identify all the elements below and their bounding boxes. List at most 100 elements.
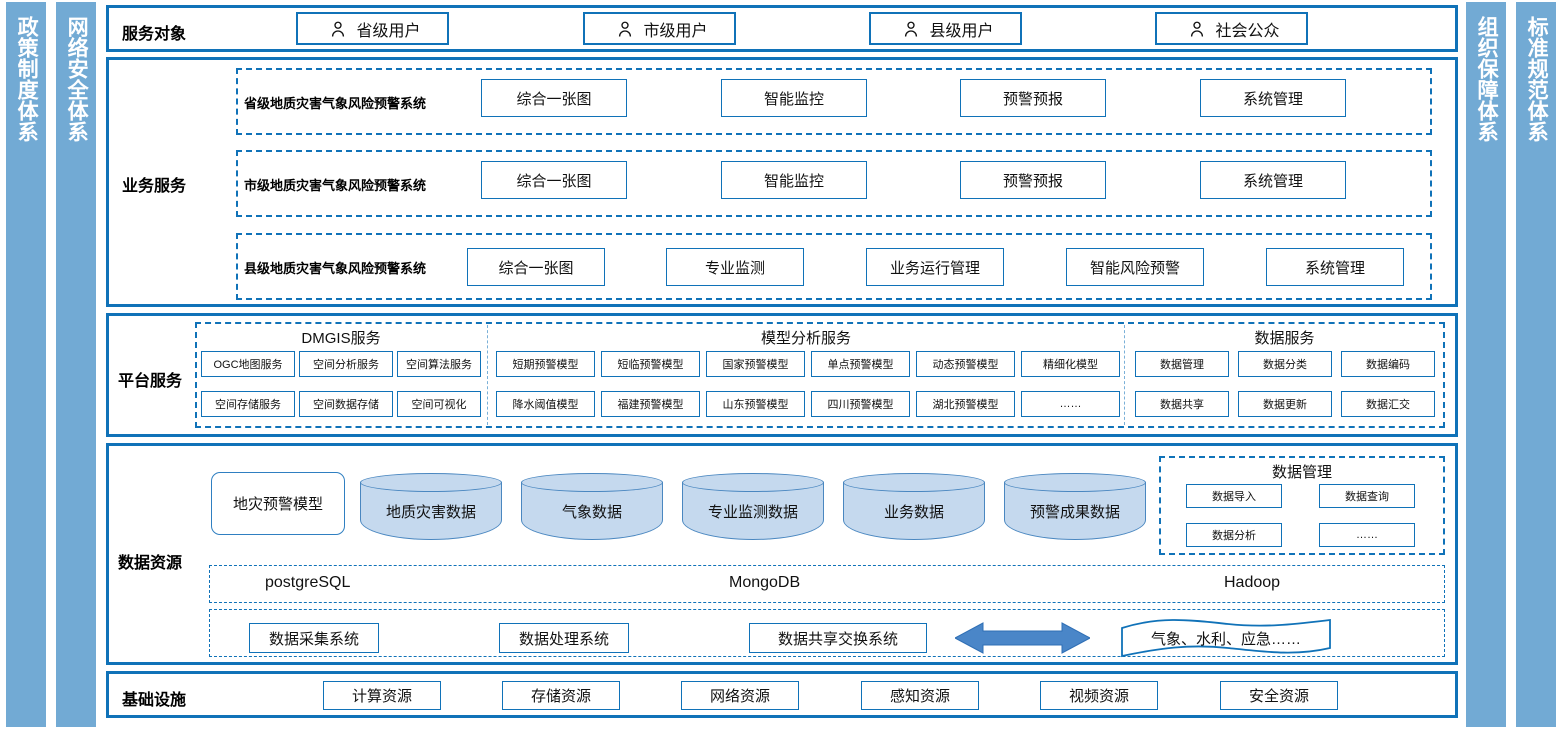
platform-ogc-map-service[interactable]: OGC地图服务 [201, 351, 295, 377]
right-pillar-standards: 标准规范体系 [1516, 2, 1556, 727]
module-label: 系统管理 [1242, 172, 1303, 190]
infra-sensing-resource[interactable]: 感知资源 [861, 681, 979, 710]
business-row-municipal [236, 150, 1432, 217]
module-provincial-warning[interactable]: 预警预报 [960, 79, 1106, 117]
data-management-item-label: 数据导入 [1212, 491, 1256, 503]
module-municipal-monitor[interactable]: 智能监控 [721, 161, 867, 199]
platform-spatial-visualization[interactable]: 空间可视化 [397, 391, 481, 417]
platform-item-label: 空间数据存储 [313, 399, 379, 411]
module-county-operation[interactable]: 业务运行管理 [866, 248, 1004, 286]
left-pillar-policy-label: 政策制度体系 [15, 16, 39, 142]
infra-item-label: 安全资源 [1248, 688, 1309, 705]
module-municipal-sysadmin[interactable]: 系统管理 [1200, 161, 1346, 199]
module-provincial-monitor[interactable]: 智能监控 [721, 79, 867, 117]
pipeline-processing-system[interactable]: 数据处理系统 [499, 623, 629, 653]
module-county-risk-warning[interactable]: 智能风险预警 [1066, 248, 1204, 286]
pipeline-collection-system[interactable]: 数据采集系统 [249, 623, 379, 653]
model-more[interactable]: …… [1021, 391, 1120, 417]
data-management-item-label: 数据分析 [1212, 530, 1256, 542]
dataservice-classification[interactable]: 数据分类 [1238, 351, 1332, 377]
user-municipal[interactable]: 市级用户 [583, 12, 736, 45]
platform-item-label: 数据共享 [1160, 399, 1204, 411]
person-icon [332, 21, 345, 37]
data-management-item-label: …… [1356, 529, 1378, 541]
external-departments-box[interactable]: 气象、水利、应急…… [1120, 618, 1332, 658]
platform-spatial-data-storage[interactable]: 空间数据存储 [299, 391, 393, 417]
platform-spatial-storage-service[interactable]: 空间存储服务 [201, 391, 295, 417]
model-fujian[interactable]: 福建预警模型 [601, 391, 700, 417]
disaster-warning-model-box[interactable]: 地灾预警模型 [211, 472, 345, 535]
dataservice-submission[interactable]: 数据汇交 [1341, 391, 1435, 417]
person-icon [1191, 21, 1204, 37]
cylinder-professional-monitoring-data[interactable]: 专业监测数据 [682, 473, 824, 540]
module-county-prof-monitor[interactable]: 专业监测 [666, 248, 804, 286]
cylinder-label: 地质灾害数据 [385, 504, 476, 521]
data-management-more[interactable]: …… [1319, 523, 1415, 547]
model-single-point[interactable]: 单点预警模型 [811, 351, 910, 377]
platform-item-label: 数据编码 [1366, 359, 1410, 371]
module-label: 智能监控 [763, 172, 824, 190]
model-national[interactable]: 国家预警模型 [706, 351, 805, 377]
module-provincial-map[interactable]: 综合一张图 [481, 79, 627, 117]
module-municipal-map[interactable]: 综合一张图 [481, 161, 627, 199]
infra-security-resource[interactable]: 安全资源 [1220, 681, 1338, 710]
cylinder-warning-results-data[interactable]: 预警成果数据 [1004, 473, 1146, 540]
module-provincial-sysadmin[interactable]: 系统管理 [1200, 79, 1346, 117]
infra-compute-resource[interactable]: 计算资源 [323, 681, 441, 710]
infra-network-resource[interactable]: 网络资源 [681, 681, 799, 710]
user-municipal-label: 市级用户 [643, 22, 708, 40]
module-label: 系统管理 [1242, 90, 1303, 108]
dataservice-sharing[interactable]: 数据共享 [1135, 391, 1229, 417]
platform-spatial-algorithm-service[interactable]: 空间算法服务 [397, 351, 481, 377]
cylinder-label: 预警成果数据 [1029, 504, 1120, 521]
model-refined[interactable]: 精细化模型 [1021, 351, 1120, 377]
infra-item-label: 网络资源 [709, 688, 770, 705]
model-dynamic[interactable]: 动态预警模型 [916, 351, 1015, 377]
platform-item-label: 精细化模型 [1043, 359, 1098, 371]
module-county-sysadmin[interactable]: 系统管理 [1266, 248, 1404, 286]
cylinder-geohazard-data[interactable]: 地质灾害数据 [360, 473, 502, 540]
dataservice-update[interactable]: 数据更新 [1238, 391, 1332, 417]
user-county[interactable]: 县级用户 [869, 12, 1022, 45]
platform-item-label: 数据更新 [1263, 399, 1307, 411]
cylinder-meteorological-data[interactable]: 气象数据 [521, 473, 663, 540]
infra-video-resource[interactable]: 视频资源 [1040, 681, 1158, 710]
platform-spatial-analysis-service[interactable]: 空间分析服务 [299, 351, 393, 377]
model-sichuan[interactable]: 四川预警模型 [811, 391, 910, 417]
model-nowcast[interactable]: 短临预警模型 [601, 351, 700, 377]
model-rainfall-threshold[interactable]: 降水阈值模型 [496, 391, 595, 417]
model-shandong[interactable]: 山东预警模型 [706, 391, 805, 417]
right-pillar-organization: 组织保障体系 [1466, 2, 1506, 727]
model-hubei[interactable]: 湖北预警模型 [916, 391, 1015, 417]
data-management-import[interactable]: 数据导入 [1186, 484, 1282, 508]
platform-item-label: 福建预警模型 [617, 399, 684, 411]
user-provincial[interactable]: 省级用户 [296, 12, 449, 45]
cylinder-top [1004, 473, 1146, 492]
platform-item-label: 山东预警模型 [722, 399, 789, 411]
module-county-map[interactable]: 综合一张图 [467, 248, 605, 286]
data-management-analysis[interactable]: 数据分析 [1186, 523, 1282, 547]
cylinder-business-data[interactable]: 业务数据 [843, 473, 985, 540]
dataservice-encoding[interactable]: 数据编码 [1341, 351, 1435, 377]
platform-item-label: 数据汇交 [1366, 399, 1410, 411]
data-management-query[interactable]: 数据查询 [1319, 484, 1415, 508]
user-provincial-label: 省级用户 [356, 22, 421, 40]
module-label: 综合一张图 [516, 90, 592, 108]
platform-item-label: 四川预警模型 [827, 399, 894, 411]
pipeline-sharing-exchange-system[interactable]: 数据共享交换系统 [749, 623, 927, 653]
business-row-county [236, 233, 1432, 300]
platform-item-label: 短临预警模型 [617, 359, 684, 371]
module-municipal-warning[interactable]: 预警预报 [960, 161, 1106, 199]
infra-storage-resource[interactable]: 存储资源 [502, 681, 620, 710]
platform-item-label: 短期预警模型 [512, 359, 579, 371]
user-public[interactable]: 社会公众 [1155, 12, 1308, 45]
platform-item-label: 国家预警模型 [722, 359, 789, 371]
right-pillar-standards-label: 标准规范体系 [1525, 16, 1549, 142]
person-icon [619, 21, 632, 37]
cylinder-top [521, 473, 663, 492]
model-short-term[interactable]: 短期预警模型 [496, 351, 595, 377]
module-label: 预警预报 [1002, 90, 1063, 108]
platform-group-divider-1 [487, 325, 488, 425]
double-arrow-icon [953, 621, 1092, 655]
dataservice-management[interactable]: 数据管理 [1135, 351, 1229, 377]
